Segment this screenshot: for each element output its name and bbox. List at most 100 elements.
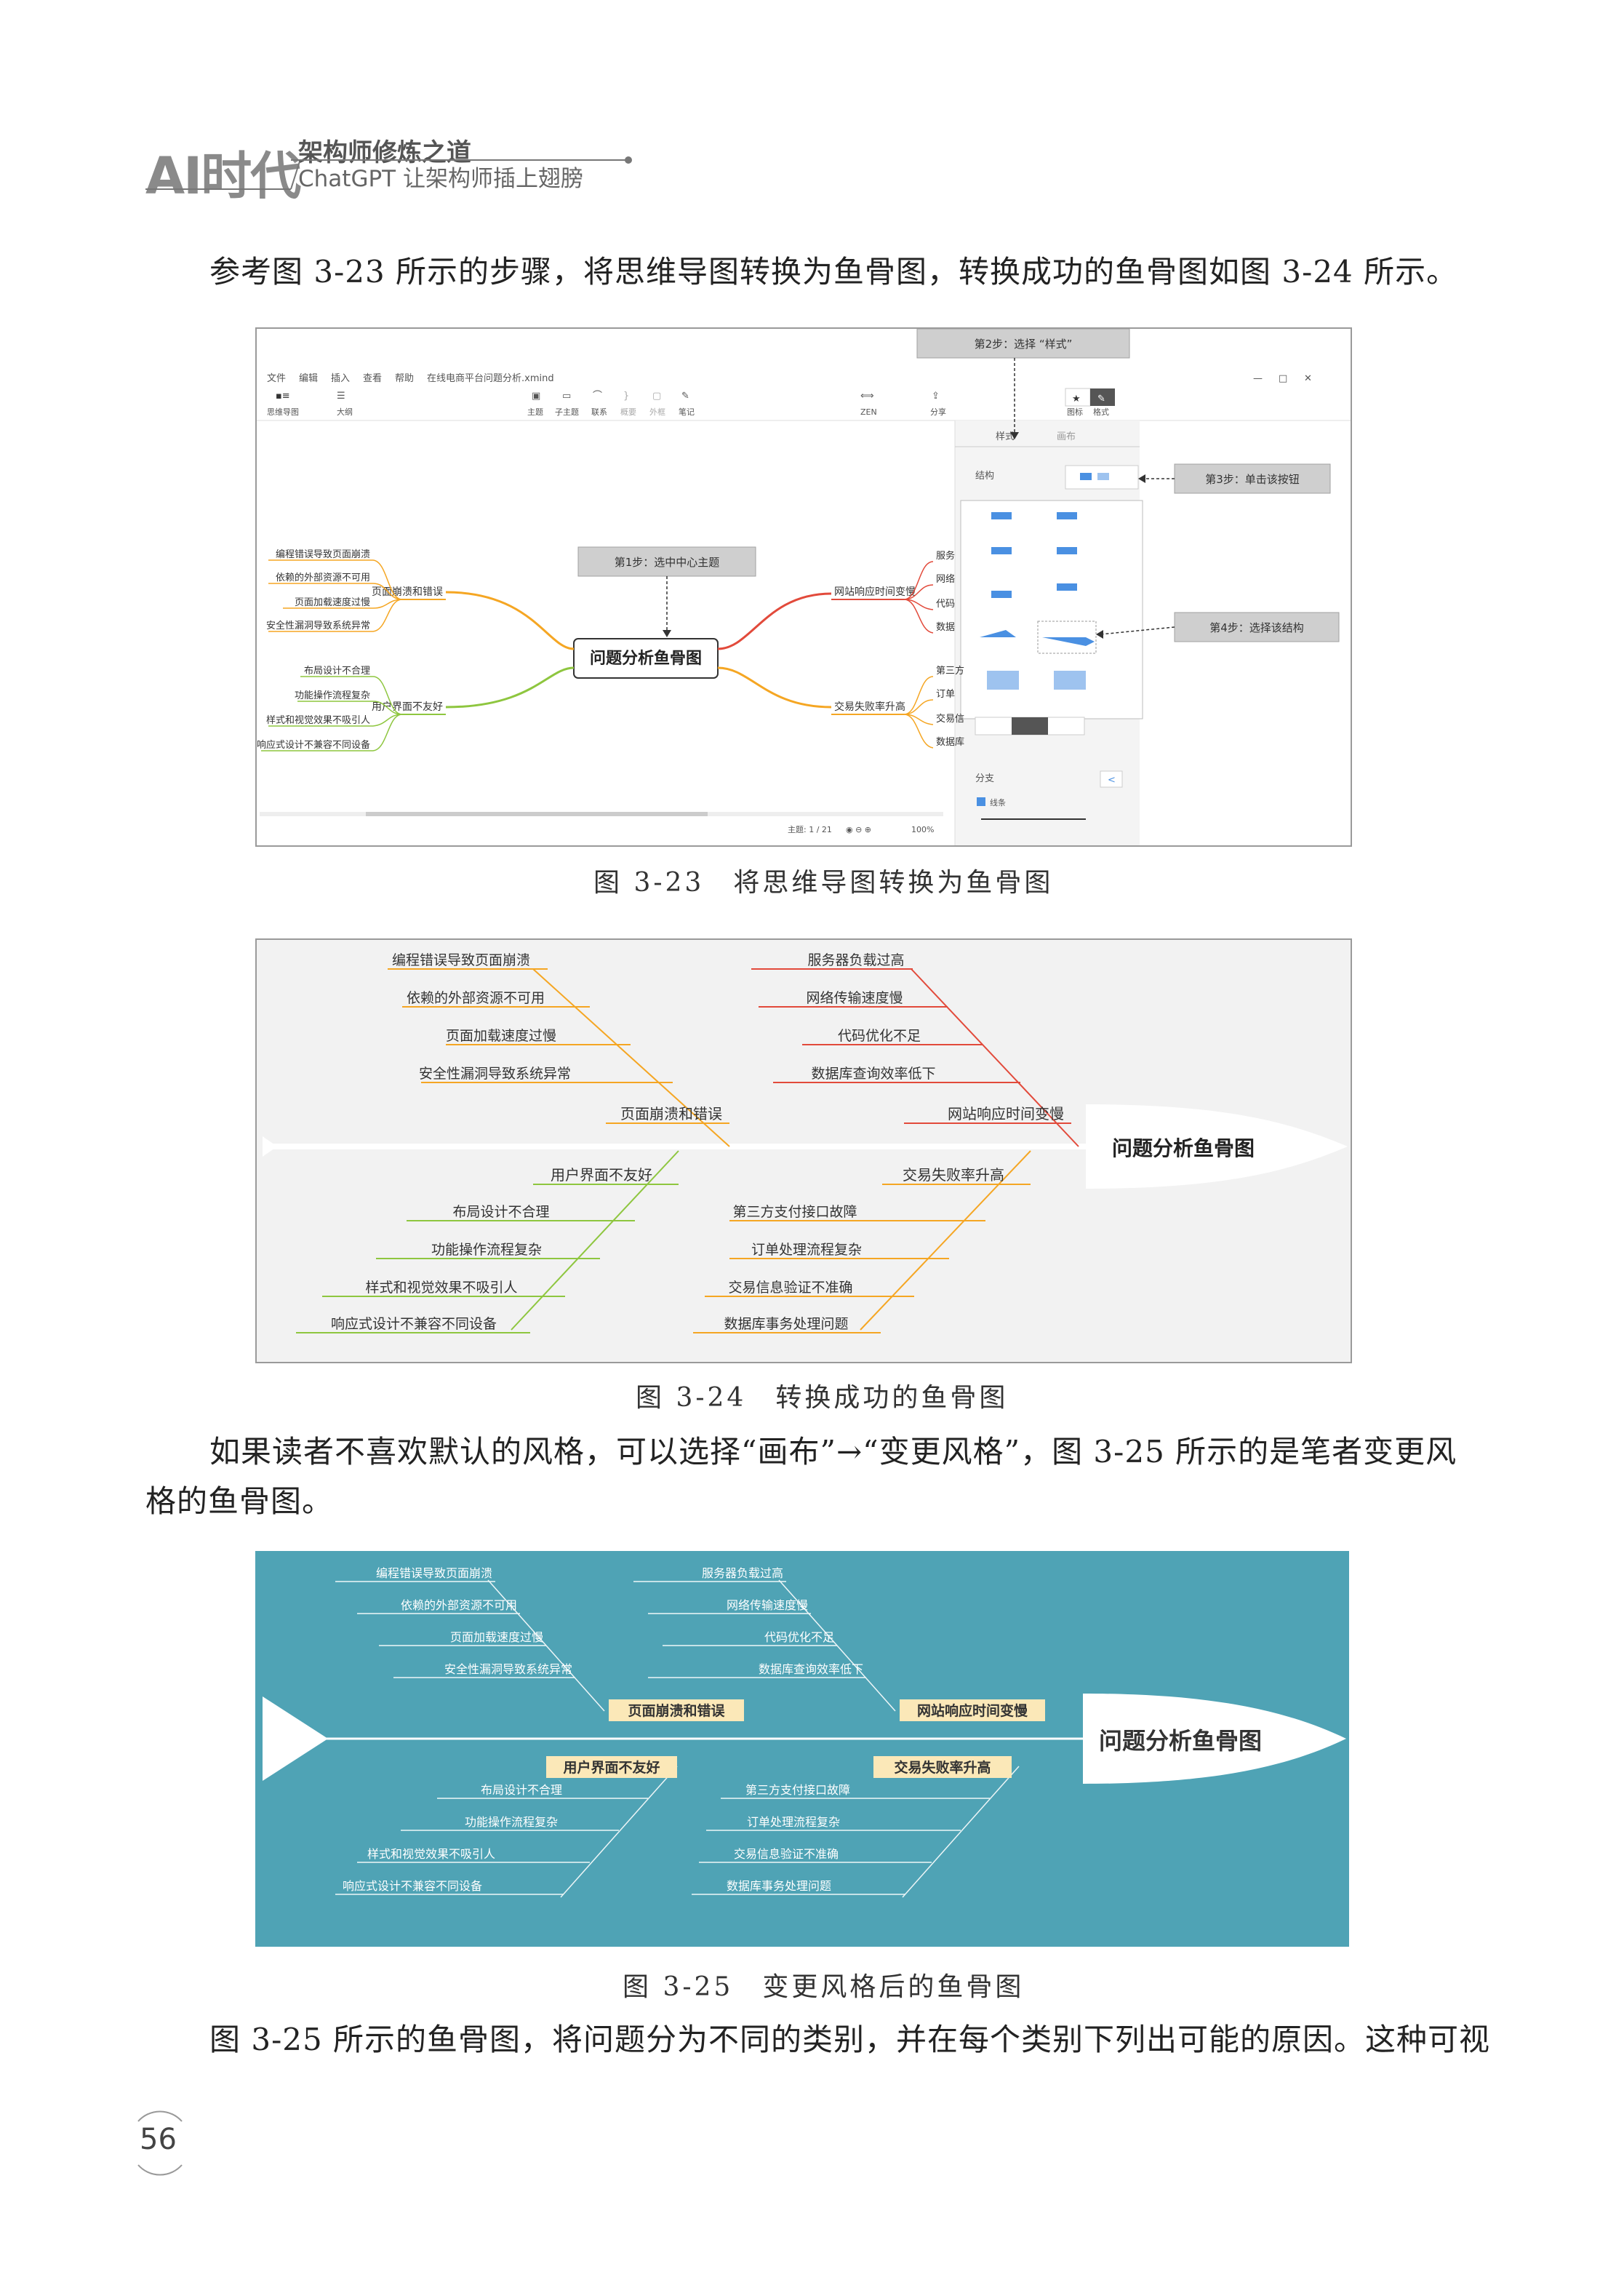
svg-text:响应式设计不兼容不同设备: 响应式设计不兼容不同设备 <box>331 1316 497 1332</box>
figure-caption: 图 3-23 将思维导图转换为鱼骨图 <box>593 868 1054 898</box>
svg-text:—: — <box>1253 373 1263 384</box>
header-subtitle: ChatGPT 让架构师插上翅膀 <box>298 166 583 192</box>
svg-text:▢: ▢ <box>652 391 661 402</box>
svg-text:代码: 代码 <box>936 599 955 610</box>
svg-text:▣: ▣ <box>532 391 540 402</box>
svg-text:依赖的外部资源不可用: 依赖的外部资源不可用 <box>401 1598 517 1612</box>
svg-text:数据库查询效率低下: 数据库查询效率低下 <box>759 1662 863 1676</box>
svg-text:第三方支付接口故障: 第三方支付接口故障 <box>745 1783 850 1797</box>
svg-text:布局设计不合理: 布局设计不合理 <box>481 1783 562 1797</box>
svg-text:安全性漏洞导致系统异常: 安全性漏洞导致系统异常 <box>419 1066 571 1082</box>
svg-text:编程错误导致页面崩溃: 编程错误导致页面崩溃 <box>276 549 370 560</box>
svg-text:分享: 分享 <box>930 407 946 417</box>
svg-text:安全性漏洞导致系统异常: 安全性漏洞导致系统异常 <box>444 1662 572 1676</box>
svg-text:线条: 线条 <box>990 797 1006 807</box>
svg-text:用户界面不友好: 用户界面不友好 <box>551 1166 652 1184</box>
header-title: 架构师修炼之道 <box>298 138 471 167</box>
svg-text:服务器负载过高: 服务器负载过高 <box>807 952 904 968</box>
svg-text:订单处理流程复杂: 订单处理流程复杂 <box>747 1815 840 1829</box>
svg-text:联系: 联系 <box>591 407 607 417</box>
svg-text:交易信息验证不准确: 交易信息验证不准确 <box>734 1847 839 1861</box>
svg-text:数据: 数据 <box>936 622 955 633</box>
svg-text:编程错误导致页面崩溃: 编程错误导致页面崩溃 <box>376 1566 492 1580</box>
svg-text:外框: 外框 <box>649 407 665 417</box>
svg-text:代码优化不足: 代码优化不足 <box>838 1028 921 1044</box>
tool-mindmap: 思维导图 <box>267 407 299 417</box>
svg-text:★: ★ <box>1072 394 1081 404</box>
svg-text:网络: 网络 <box>936 573 955 585</box>
svg-text:布局设计不合理: 布局设计不合理 <box>304 666 370 677</box>
svg-text:样式和视觉效果不吸引人: 样式和视觉效果不吸引人 <box>367 1847 495 1861</box>
menu-edit: 编辑 <box>299 373 318 384</box>
svg-text:第三方支付接口故障: 第三方支付接口故障 <box>732 1204 857 1220</box>
svg-text:依赖的外部资源不可用: 依赖的外部资源不可用 <box>407 990 545 1006</box>
svg-text:网站响应时间变慢: 网站响应时间变慢 <box>917 1702 1028 1719</box>
svg-text:主题: 1 / 21: 主题: 1 / 21 <box>788 825 832 834</box>
header-rule <box>145 156 632 190</box>
svg-text:用户界面不友好: 用户界面不友好 <box>563 1759 660 1776</box>
svg-text:交易信: 交易信 <box>936 713 964 725</box>
fishbone-head: 问题分析鱼骨图 <box>1099 1727 1262 1755</box>
svg-text:第1步：选中中心主题: 第1步：选中中心主题 <box>615 556 720 569</box>
page-number: 56 <box>140 2123 177 2156</box>
svg-text:<: < <box>1108 775 1116 786</box>
svg-text:□: □ <box>1279 373 1287 384</box>
step4-callout <box>1174 612 1340 642</box>
svg-text:编程错误导致页面崩溃: 编程错误导致页面崩溃 <box>392 952 530 968</box>
svg-text:订单: 订单 <box>936 689 955 700</box>
svg-text:代码优化不足: 代码优化不足 <box>764 1630 834 1644</box>
svg-text:功能操作流程复杂: 功能操作流程复杂 <box>295 690 370 701</box>
tool-outline: 大纲 <box>337 407 353 417</box>
figure-caption: 图 3-24 转换成功的鱼骨图 <box>636 1383 1009 1413</box>
figure-3-25: 问题分析鱼骨图 编程错误导致页面崩溃 依赖的外部资源不可用 页面加载速度过慢 安… <box>255 1551 1349 1947</box>
svg-text:分支: 分支 <box>975 773 994 784</box>
svg-text:安全性漏洞导致系统异常: 安全性漏洞导致系统异常 <box>266 620 370 631</box>
svg-text:图标: 图标 <box>1067 407 1083 417</box>
svg-text:数据库事务处理问题: 数据库事务处理问题 <box>727 1879 831 1893</box>
figure-3-24: 问题分析鱼骨图 页面崩溃和错误 编程错误导致页面崩溃 依赖的外部资源不可用 页面… <box>255 938 1352 1363</box>
svg-text:✎: ✎ <box>1097 394 1105 404</box>
menu-view: 查看 <box>363 372 382 384</box>
svg-text:功能操作流程复杂: 功能操作流程复杂 <box>431 1242 542 1258</box>
svg-text:ZEN: ZEN <box>860 407 877 417</box>
svg-text:网站响应时间变慢: 网站响应时间变慢 <box>834 586 916 598</box>
menu-help: 帮助 <box>395 373 414 384</box>
svg-text:⌒: ⌒ <box>593 391 602 402</box>
paragraph: 图 3-25 所示的鱼骨图，将问题分为不同的类别，并在每个类别下列出可能的原因。… <box>209 2022 1491 2057</box>
header-logo: AI时代 <box>145 146 301 206</box>
svg-text:服务器负载过高: 服务器负载过高 <box>702 1566 783 1580</box>
step2-callout <box>916 329 1130 359</box>
step1-callout <box>577 546 756 577</box>
menu-insert: 插入 <box>331 373 350 384</box>
svg-text:样式和视觉效果不吸引人: 样式和视觉效果不吸引人 <box>365 1280 517 1296</box>
svg-text:订单处理流程复杂: 订单处理流程复杂 <box>751 1242 862 1258</box>
svg-text:页面加载速度过慢: 页面加载速度过慢 <box>446 1028 556 1044</box>
page-number-ornament <box>137 2110 183 2176</box>
central-topic: 问题分析鱼骨图 <box>590 649 702 668</box>
svg-text:服务: 服务 <box>936 550 955 562</box>
svg-text:✎: ✎ <box>681 391 689 402</box>
svg-text:交易信息验证不准确: 交易信息验证不准确 <box>728 1280 852 1296</box>
svg-text:数据库查询效率低下: 数据库查询效率低下 <box>811 1066 935 1082</box>
paragraph: 参考图 3-23 所示的步骤，将思维导图转换为鱼骨图，转换成功的鱼骨图如图 3-… <box>209 254 1458 290</box>
svg-text:100%: 100% <box>911 825 934 834</box>
svg-text:交易失败率升高: 交易失败率升高 <box>894 1759 991 1776</box>
svg-text:响应式设计不兼容不同设备: 响应式设计不兼容不同设备 <box>343 1879 482 1893</box>
svg-text:结构: 结构 <box>975 471 994 482</box>
svg-text:页面崩溃和错误: 页面崩溃和错误 <box>620 1105 722 1122</box>
svg-text:数据库事务处理问题: 数据库事务处理问题 <box>724 1316 848 1332</box>
svg-text:第2步：选择 “样式”: 第2步：选择 “样式” <box>975 338 1073 351</box>
svg-text:⟺: ⟺ <box>860 391 874 402</box>
figure-3-23: 文件 编辑 插入 查看 帮助 在线电商平台问题分析.xmind —□✕ ▪≡ 思… <box>255 327 1352 847</box>
step3-callout <box>1174 463 1331 494</box>
fishbone-diagram: 问题分析鱼骨图 页面崩溃和错误 编程错误导致页面崩溃 依赖的外部资源不可用 页面… <box>263 952 1348 1333</box>
svg-text:数据库: 数据库 <box>936 736 964 748</box>
svg-text:网站响应时间变慢: 网站响应时间变慢 <box>948 1105 1064 1122</box>
file-name: 在线电商平台问题分析.xmind <box>427 373 554 384</box>
svg-text:页面加载速度过慢: 页面加载速度过慢 <box>295 597 370 608</box>
svg-text:主题: 主题 <box>527 407 543 417</box>
svg-text:响应式设计不兼容不同设备: 响应式设计不兼容不同设备 <box>257 739 370 751</box>
svg-text:网络传输速度慢: 网络传输速度慢 <box>727 1598 808 1612</box>
svg-text:概要: 概要 <box>620 407 636 417</box>
svg-text:功能操作流程复杂: 功能操作流程复杂 <box>465 1815 558 1829</box>
